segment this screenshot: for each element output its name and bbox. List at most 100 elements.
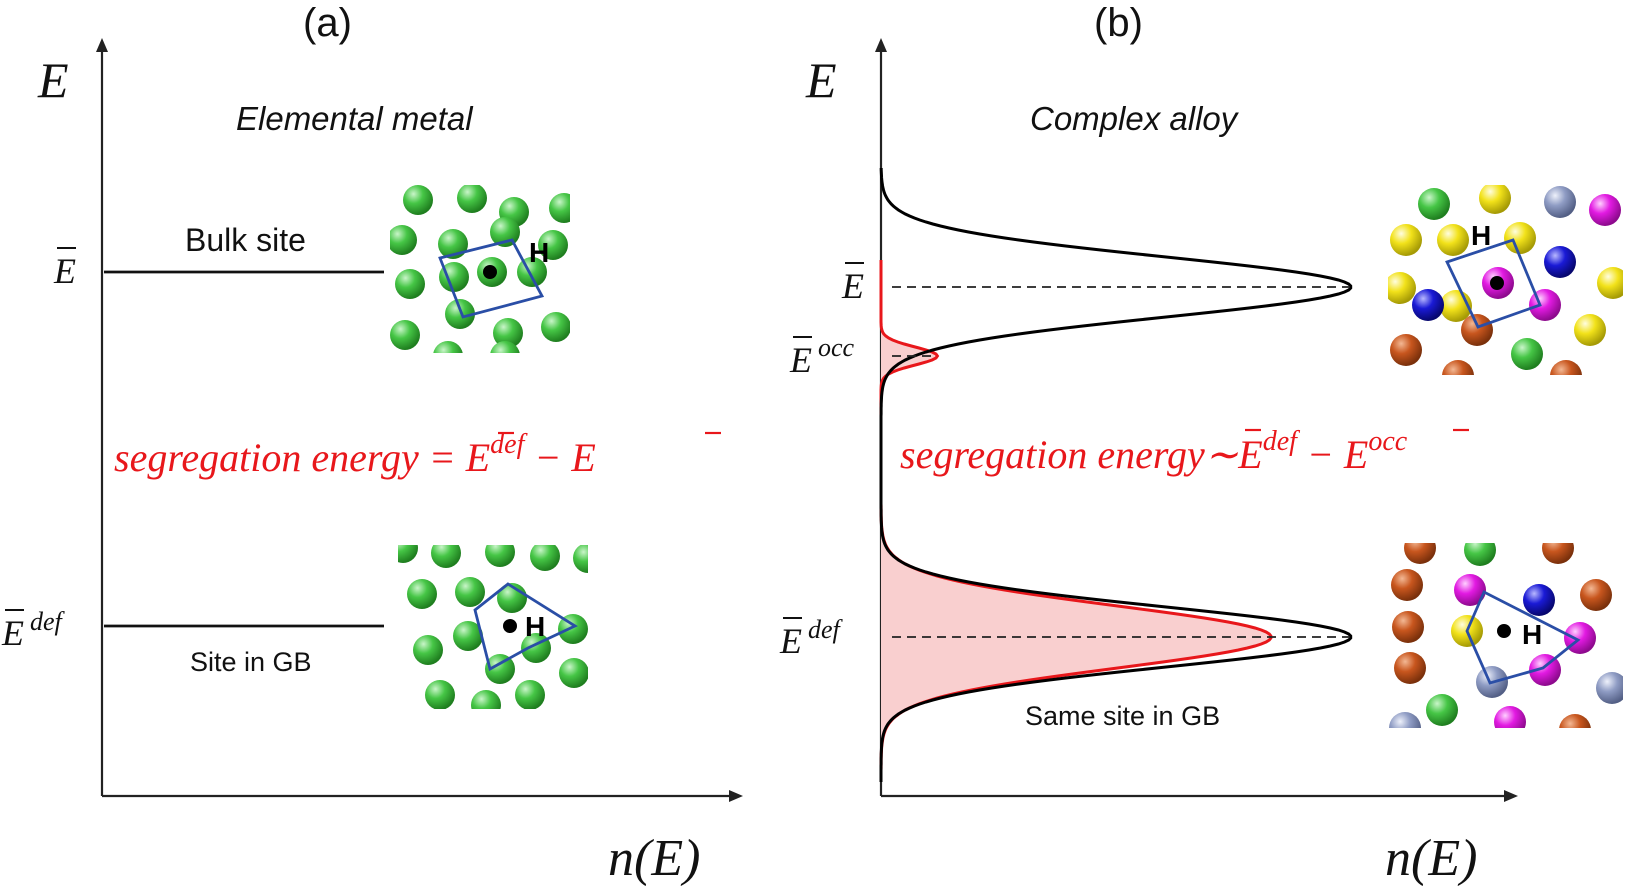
panel-a-segregation-equation: segregation energy = Edef − E [114, 429, 721, 480]
atom [1574, 314, 1606, 346]
panel-a-gb-h-atom [503, 619, 517, 633]
atom [1388, 272, 1416, 304]
atom [471, 690, 501, 709]
atom [425, 680, 455, 709]
panel-b-label: (b) [1094, 1, 1143, 45]
svg-text:def: def [30, 607, 66, 636]
atom [493, 318, 523, 348]
panel-b-gb-site-label: Same site in GB [1025, 701, 1220, 731]
panel-a-gb-lattice [398, 545, 588, 709]
atom [485, 545, 515, 567]
atom [1479, 185, 1511, 214]
atom [1511, 338, 1543, 370]
atom [403, 185, 433, 215]
panel-b-e-bar-label: E [841, 262, 864, 306]
panel-b-y-axis-label: E [805, 52, 837, 108]
panel-a-bulk-h-atom [483, 265, 497, 279]
panel-b-segregation-equation: segregation energy∼Edef − Eocc [900, 426, 1469, 477]
atom [445, 299, 475, 329]
atom [453, 621, 483, 651]
atom [1544, 186, 1576, 218]
atom [1589, 194, 1621, 226]
atom [413, 635, 443, 665]
panel-a-gb-unit-cell [473, 582, 578, 672]
panel-a-subtitle: Elemental metal [236, 100, 474, 137]
atom [439, 262, 469, 292]
panel-b-subtitle: Complex alloy [1030, 100, 1240, 137]
atom [1542, 543, 1574, 564]
panel-a-bulk-lattice [390, 185, 570, 353]
panel-a-bulk-h-label: H [529, 237, 549, 268]
atom [1464, 543, 1496, 566]
atom [530, 545, 560, 571]
atom [1461, 314, 1493, 346]
atom [1550, 360, 1582, 375]
atom [390, 225, 417, 255]
panel-b-bulk-h-atom [1490, 276, 1504, 290]
panel-a-bulk-cell: H [438, 237, 549, 319]
panel-a-bulk-site-label: Bulk site [185, 222, 306, 258]
panel-a-gb-site-label: Site in GB [190, 647, 312, 677]
panel-b: (b) E n(E) Complex alloy E E occ E def [779, 1, 1623, 886]
atom [1412, 289, 1444, 321]
atom [1529, 289, 1561, 321]
panel-a: (a) E n(E) Elemental metal Bulk site E S… [1, 1, 743, 886]
panel-a-gb-cell: H [473, 582, 578, 672]
panel-b-bulk-h-label: H [1471, 220, 1491, 251]
atom [559, 658, 588, 688]
atom [515, 680, 545, 709]
atom [1426, 694, 1458, 726]
panel-b-gb-h-label: H [1522, 619, 1542, 650]
panel-a-x-axis-label: n(E) [608, 830, 700, 886]
atom [538, 230, 568, 260]
panel-b-x-axis-label: n(E) [1385, 830, 1477, 886]
atom [1391, 569, 1423, 601]
panel-b-e-occ-label: E occ [789, 333, 855, 380]
atom [1597, 267, 1623, 299]
atom [433, 341, 463, 353]
atom [1418, 188, 1450, 220]
atom [455, 577, 485, 607]
atom [1596, 672, 1623, 704]
svg-text:segregation energy∼Edef − Eocc: segregation energy∼Edef − Eocc [900, 426, 1408, 477]
atom [541, 312, 570, 342]
svg-text:E: E [841, 266, 864, 306]
atom [1494, 706, 1526, 728]
panel-a-gb-h-label: H [525, 611, 545, 642]
atom [395, 269, 425, 299]
atom [1564, 622, 1596, 654]
panel-b-occupied-dos-fill [881, 260, 1271, 782]
atom [485, 654, 515, 684]
atom [1504, 222, 1536, 254]
atom [1389, 712, 1421, 728]
atom [1437, 224, 1469, 256]
atom [490, 341, 520, 353]
panel-b-gb-lattice [1389, 543, 1623, 728]
panel-a-y-axis-label: E [37, 52, 69, 108]
panel-b-gb-unit-cell [1465, 590, 1581, 685]
svg-text:E: E [779, 621, 802, 661]
atom [1523, 584, 1555, 616]
atom [1442, 360, 1474, 375]
panel-b-total-dos-curve [879, 168, 1353, 782]
svg-text:def: def [808, 615, 844, 644]
atom [549, 193, 570, 223]
panel-b-x-arrow [1504, 790, 1518, 802]
atom [457, 185, 487, 213]
svg-text:E: E [53, 251, 76, 291]
svg-text:segregation energy = Edef − E: segregation energy = Edef − E [114, 429, 596, 480]
atom [398, 545, 418, 563]
panel-a-label: (a) [303, 1, 352, 45]
atom [1392, 611, 1424, 643]
panel-b-y-arrow [875, 38, 887, 52]
svg-text:E: E [1, 613, 24, 653]
panel-b-bulk-lattice [1388, 185, 1623, 375]
panel-b-gb-cell: H [1465, 590, 1581, 685]
atom [573, 545, 588, 573]
panel-b-gb-h-atom [1497, 624, 1511, 638]
svg-text:occ: occ [818, 333, 855, 362]
atom [1404, 543, 1436, 564]
panel-a-x-arrow [729, 790, 743, 802]
atom [1559, 714, 1591, 728]
panel-b-bulk-cell: H [1445, 220, 1542, 329]
